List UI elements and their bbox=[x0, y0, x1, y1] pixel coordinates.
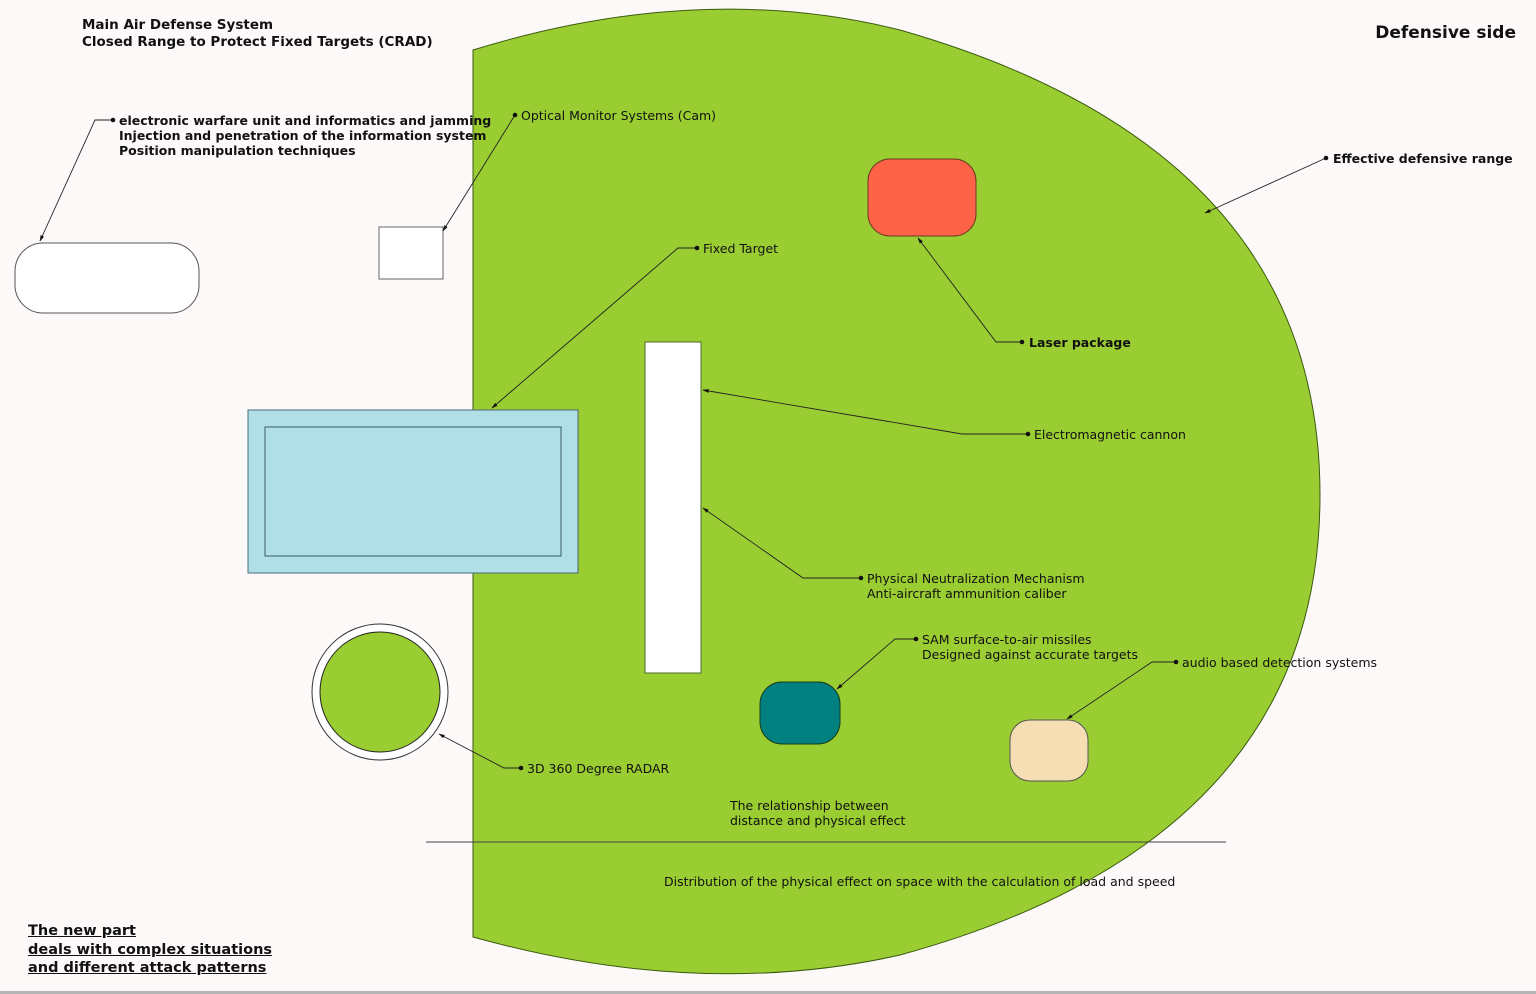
connector-audio-detection bbox=[1066, 661, 1176, 720]
note-line: and different attack patterns bbox=[28, 960, 267, 976]
connector-optical-monitor bbox=[442, 114, 516, 232]
sam-box[interactable] bbox=[759, 681, 841, 745]
label-line: Anti-aircraft ammunition caliber bbox=[867, 586, 1067, 601]
connector-dot bbox=[512, 112, 518, 118]
connector-laser-package bbox=[917, 237, 1022, 343]
note-block: The new part deals with complex situatio… bbox=[28, 922, 272, 978]
electronic-warfare-unit[interactable] bbox=[14, 242, 200, 314]
note-line: deals with complex situations bbox=[28, 941, 273, 958]
label-line: SAM surface-to-air missiles bbox=[922, 632, 1092, 647]
connector-effective-range bbox=[1204, 157, 1327, 214]
diagram-title: Main Air Defense System Closed Range to … bbox=[82, 17, 433, 51]
optical-monitor-box[interactable] bbox=[378, 226, 444, 280]
defensive-side-label: Defensive side bbox=[1375, 23, 1516, 43]
fixed-target-inner bbox=[264, 426, 562, 557]
radar[interactable] bbox=[319, 631, 441, 753]
title-line-2: Closed Range to Protect Fixed Targets (C… bbox=[82, 34, 433, 50]
label-fixed-target: Fixed Target bbox=[703, 241, 779, 256]
connector-dot bbox=[1323, 155, 1329, 161]
cannon-column[interactable] bbox=[644, 341, 702, 674]
connector-dot bbox=[518, 765, 524, 771]
label-line: Designed against accurate targets bbox=[922, 647, 1139, 662]
label-em-cannon: Electromagnetic cannon bbox=[1034, 427, 1186, 442]
label-line: electronic warfare unit and informatics … bbox=[119, 113, 492, 128]
label-line: The relationship between bbox=[730, 798, 889, 813]
label-effective-range: Effective defensive range bbox=[1333, 151, 1513, 166]
connector-dot bbox=[694, 245, 700, 251]
label-electronic-warfare: electronic warfare unit and informatics … bbox=[119, 113, 491, 158]
audio-detection-box[interactable] bbox=[1009, 719, 1089, 782]
label-line: distance and physical effect bbox=[730, 813, 906, 828]
connector-dot bbox=[913, 636, 919, 642]
label-line: Position manipulation techniques bbox=[119, 143, 356, 158]
label-relationship: The relationship between distance and ph… bbox=[730, 798, 905, 828]
laser-package-box[interactable] bbox=[867, 158, 977, 237]
label-radar: 3D 360 Degree RADAR bbox=[527, 761, 670, 776]
label-line: Physical Neutralization Mechanism bbox=[867, 571, 1085, 586]
label-distribution: Distribution of the physical effect on s… bbox=[664, 874, 1176, 889]
effective-defense-zone[interactable] bbox=[472, 8, 1321, 975]
label-line: Injection and penetration of the informa… bbox=[119, 128, 487, 143]
connector-sam bbox=[836, 638, 916, 690]
label-optical-monitor: Optical Monitor Systems (Cam) bbox=[521, 108, 717, 123]
title-line-1: Main Air Defense System bbox=[82, 17, 274, 33]
connector-dot bbox=[858, 575, 864, 581]
connector-electronic-warfare bbox=[39, 119, 113, 242]
connector-dot bbox=[1019, 339, 1025, 345]
note-line: The new part bbox=[28, 923, 136, 939]
connector-physical-neutralization bbox=[702, 507, 861, 579]
connector-radar bbox=[438, 733, 521, 769]
label-physical-neutralization: Physical Neutralization Mechanism Anti-a… bbox=[867, 571, 1085, 601]
label-sam: SAM surface-to-air missiles Designed aga… bbox=[922, 632, 1138, 662]
connector-em-cannon bbox=[702, 389, 1028, 435]
label-laser-package: Laser package bbox=[1029, 335, 1131, 350]
label-audio-detection: audio based detection systems bbox=[1182, 655, 1378, 670]
connector-dot bbox=[1173, 659, 1179, 665]
connector-dot bbox=[1025, 431, 1031, 437]
connector-dot bbox=[110, 117, 116, 123]
bottom-border bbox=[0, 991, 1536, 994]
connector-fixed-target bbox=[491, 247, 697, 409]
